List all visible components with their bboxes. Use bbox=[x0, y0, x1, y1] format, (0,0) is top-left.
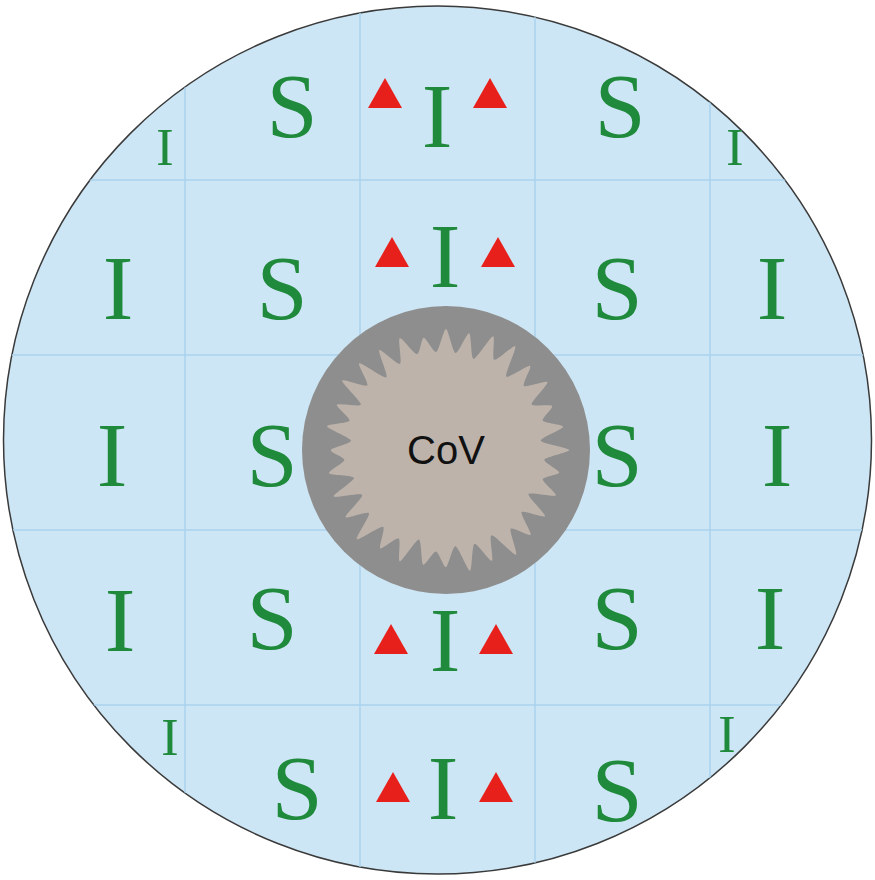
cell-letter: I bbox=[430, 594, 461, 686]
outer-disc bbox=[4, 6, 872, 874]
virus-label: CoV bbox=[407, 430, 485, 470]
cell-letter: S bbox=[591, 409, 642, 501]
cell-letter: S bbox=[591, 744, 642, 836]
virus-envelope bbox=[302, 306, 590, 594]
cell-letter: S bbox=[256, 242, 307, 334]
cell-letter: I bbox=[762, 409, 793, 501]
cell-letter: S bbox=[591, 242, 642, 334]
cell-letter: S bbox=[271, 742, 322, 834]
cell-letter: I bbox=[755, 572, 786, 664]
cell-letter: I bbox=[97, 409, 128, 501]
cell-letter: I bbox=[156, 122, 173, 174]
cell-letter: I bbox=[422, 70, 453, 162]
cell-letter: S bbox=[594, 60, 645, 152]
cell-letter: S bbox=[266, 60, 317, 152]
cell-letter: I bbox=[430, 210, 461, 302]
cell-letter: I bbox=[105, 574, 136, 666]
cell-letter: I bbox=[718, 709, 735, 761]
cell-letter: I bbox=[757, 242, 788, 334]
virus-core-center bbox=[356, 360, 537, 541]
cell-letter: I bbox=[726, 122, 743, 174]
cell-letter: S bbox=[591, 572, 642, 664]
virus-core bbox=[327, 329, 569, 571]
cell-letter: I bbox=[103, 242, 134, 334]
cell-letter: S bbox=[246, 409, 297, 501]
cell-letter: S bbox=[246, 572, 297, 664]
virus-circle: CoV bbox=[301, 305, 591, 595]
cell-letter: I bbox=[161, 712, 178, 764]
cell-letter: I bbox=[428, 742, 459, 834]
